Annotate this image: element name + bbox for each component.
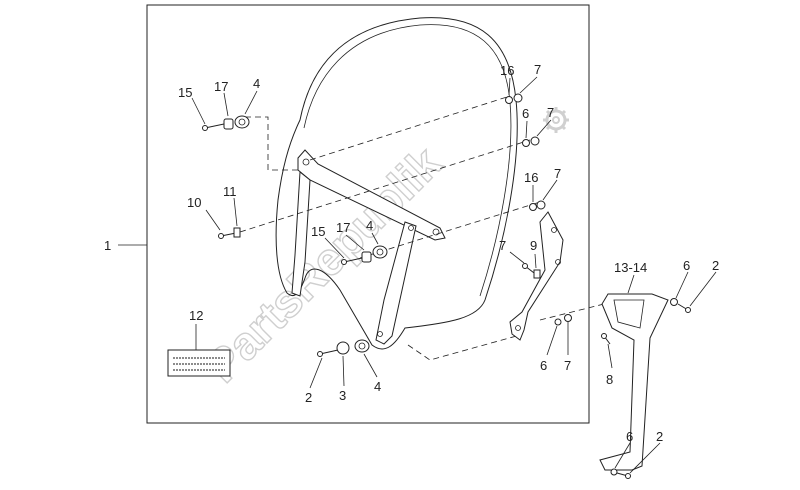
label-2-lower: 2 xyxy=(305,390,312,405)
label-2-top: 2 xyxy=(712,258,719,273)
label-4-lower: 4 xyxy=(374,379,381,394)
label-17-middle: 17 xyxy=(336,220,350,235)
label-8: 8 xyxy=(606,372,613,387)
bolt-15-upper xyxy=(202,123,225,131)
label-6-top: 6 xyxy=(683,258,690,273)
label-2-bottom: 2 xyxy=(656,429,663,444)
washer-6-bottom xyxy=(610,468,618,476)
support-bar-right xyxy=(375,221,417,345)
bushing-17-upper xyxy=(223,118,234,130)
label-4-middle: 4 xyxy=(366,218,373,233)
bolt-2-bottom xyxy=(616,472,631,479)
washer-7-upper xyxy=(513,93,523,103)
bolt-10 xyxy=(218,232,237,239)
label-9: 9 xyxy=(530,238,537,253)
mounting-bracket-13-14 xyxy=(599,293,669,471)
nut-7-mid xyxy=(530,136,540,146)
label-6-bracket: 6 xyxy=(540,358,547,373)
label-4-upper: 4 xyxy=(253,76,260,91)
leader-lines xyxy=(191,76,717,474)
label-3: 3 xyxy=(339,388,346,403)
washer-7-lower xyxy=(536,200,546,210)
bolt-2-top xyxy=(677,303,691,313)
assembly-line-right xyxy=(359,201,541,259)
nut-16-upper xyxy=(505,96,513,104)
side-bracket xyxy=(509,211,564,341)
label-17-upper: 17 xyxy=(214,79,228,94)
label-1: 1 xyxy=(104,238,111,253)
sticker-12 xyxy=(167,349,231,377)
label-7-mid: 7 xyxy=(547,105,554,120)
label-15-upper: 15 xyxy=(178,85,192,100)
kit-frame xyxy=(146,4,590,424)
washer-11 xyxy=(233,227,241,238)
bolt-15-middle xyxy=(341,257,363,265)
label-10: 10 xyxy=(187,195,201,210)
washer-6-bracket xyxy=(554,318,562,326)
assembly-line-upper xyxy=(245,95,511,171)
rubber-4-middle xyxy=(372,245,388,259)
label-6-mid: 6 xyxy=(522,106,529,121)
label-6-bottom: 6 xyxy=(626,429,633,444)
assembly-line-lower xyxy=(407,299,621,361)
rubber-4-lower xyxy=(354,339,370,353)
label-13-14: 13-14 xyxy=(614,260,647,275)
label-11: 11 xyxy=(223,184,237,199)
label-7-bracket-lower: 7 xyxy=(564,358,571,373)
gear-watermark-icon xyxy=(543,107,569,133)
windscreen-inner-edge xyxy=(303,24,512,297)
label-7-upper: 7 xyxy=(534,62,541,77)
windscreen xyxy=(275,17,518,350)
spacer-3 xyxy=(336,341,350,355)
washer-9 xyxy=(533,269,541,279)
label-7-bracket: 7 xyxy=(499,238,506,253)
nut-16-lower xyxy=(529,203,537,211)
bolt-8 xyxy=(601,333,611,345)
label-16-lower: 16 xyxy=(524,170,538,185)
label-16-upper: 16 xyxy=(500,63,514,78)
support-bar-left xyxy=(291,171,311,297)
nut-7-bracket xyxy=(564,314,572,322)
label-7-lower: 7 xyxy=(554,166,561,181)
washer-6-top xyxy=(670,298,678,306)
assembly-line-mid xyxy=(239,139,531,233)
label-12: 12 xyxy=(189,308,203,323)
washer-6-mid xyxy=(522,139,530,147)
rubber-4-upper xyxy=(234,115,250,129)
bushing-17-middle xyxy=(361,251,372,263)
label-15-middle: 15 xyxy=(311,224,325,239)
bolt-2-lower xyxy=(317,349,339,357)
